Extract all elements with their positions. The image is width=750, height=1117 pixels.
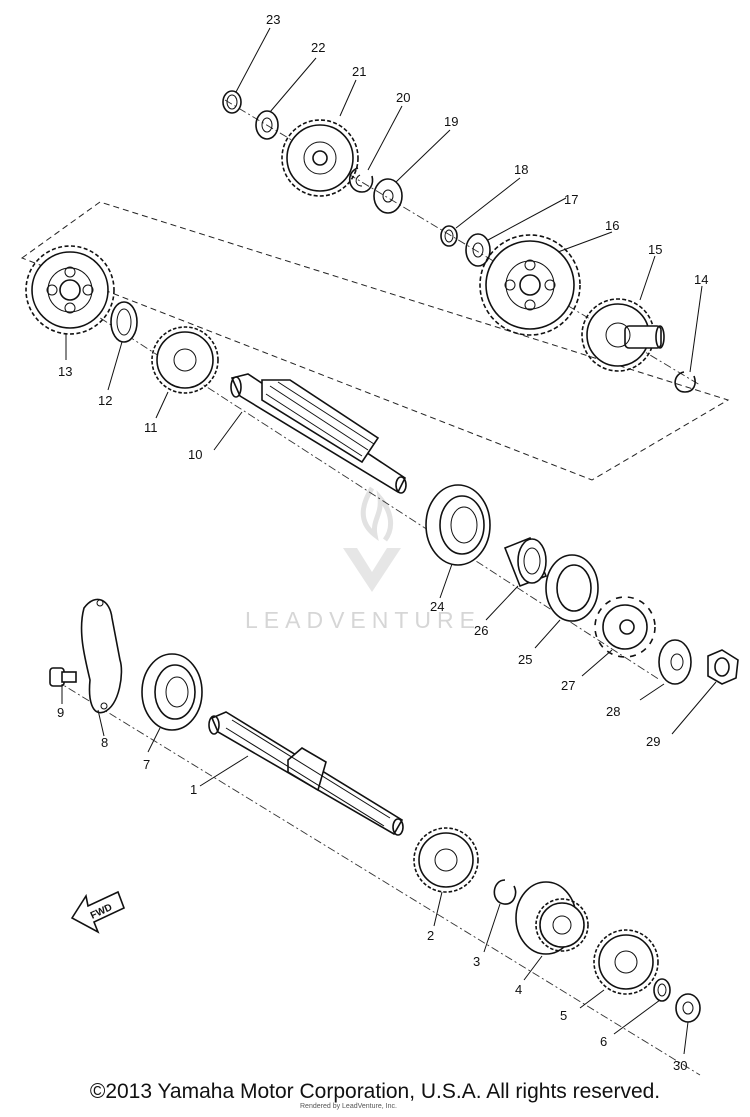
part-23-circlip — [222, 90, 242, 114]
label-part-27: 27 — [561, 678, 575, 693]
fwd-arrow: FWD — [70, 890, 126, 934]
part-4-gear — [515, 881, 589, 955]
part-28-lock-washer — [658, 639, 692, 685]
part-1-main-axle — [208, 711, 404, 836]
part-7-bearing — [141, 653, 203, 731]
label-part-11: 11 — [144, 420, 158, 435]
label-part-30: 30 — [673, 1058, 687, 1073]
label-part-9: 9 — [57, 705, 64, 720]
rendered-by-credit: Rendered by LeadVenture, Inc. — [300, 1103, 397, 1110]
label-part-6: 6 — [600, 1034, 607, 1049]
part-22-washer — [255, 110, 279, 140]
label-part-25: 25 — [518, 652, 532, 667]
label-part-2: 2 — [427, 928, 434, 943]
part-24-bearing — [425, 484, 491, 566]
part-15-gear — [581, 298, 665, 372]
assembly-outline — [20, 201, 730, 481]
part-14-circlip — [674, 371, 696, 393]
label-part-12: 12 — [98, 393, 112, 408]
part-30-collar — [675, 993, 701, 1023]
part-2-gear — [413, 827, 479, 893]
part-27-sprocket — [594, 596, 656, 658]
label-part-22: 22 — [311, 40, 325, 55]
label-part-29: 29 — [646, 734, 660, 749]
part-11-gear — [151, 326, 219, 394]
label-part-4: 4 — [515, 982, 522, 997]
part-19-washer — [373, 178, 403, 214]
label-part-8: 8 — [101, 735, 108, 750]
copyright-notice: ©2013 Yamaha Motor Corporation, U.S.A. A… — [89, 1080, 661, 1103]
label-part-16: 16 — [605, 218, 619, 233]
label-part-10: 10 — [188, 447, 202, 462]
part-16-gear — [479, 234, 581, 336]
part-8-plate — [80, 598, 123, 714]
part-labels: 23 22 21 20 19 18 17 16 15 14 13 12 11 1… — [57, 12, 708, 1073]
part-18-circlip — [440, 225, 458, 247]
part-25-oil-seal — [545, 554, 599, 622]
watermark-text: LEADVENTURE — [245, 607, 481, 633]
leader-lines — [61, 27, 717, 1055]
label-part-3: 3 — [473, 954, 480, 969]
part-20-clip — [349, 167, 374, 193]
center-lines — [54, 99, 701, 1076]
part-3-circlip — [493, 879, 517, 905]
label-part-23: 23 — [266, 12, 280, 27]
label-part-5: 5 — [560, 1008, 567, 1023]
part-10-countershaft — [230, 373, 407, 494]
part-6-washer — [653, 978, 671, 1002]
label-part-7: 7 — [143, 757, 150, 772]
part-29-nut — [707, 649, 739, 685]
label-part-28: 28 — [606, 704, 620, 719]
watermark: LEADVENTURE — [245, 486, 481, 633]
label-part-14: 14 — [694, 272, 708, 287]
label-part-18: 18 — [514, 162, 528, 177]
part-13-gear — [25, 245, 115, 335]
label-part-26: 26 — [474, 623, 488, 638]
label-part-20: 20 — [396, 90, 410, 105]
label-part-17: 17 — [564, 192, 578, 207]
label-part-13: 13 — [58, 364, 72, 379]
part-17-washer — [465, 233, 491, 267]
part-21-gear — [281, 119, 359, 197]
label-part-15: 15 — [648, 242, 662, 257]
label-part-24: 24 — [430, 599, 444, 614]
part-26-collar — [503, 536, 548, 588]
label-part-21: 21 — [352, 64, 366, 79]
part-9-bolt — [49, 667, 77, 687]
label-part-19: 19 — [444, 114, 458, 129]
label-part-1: 1 — [190, 782, 197, 797]
part-12-bushing — [110, 301, 138, 343]
part-5-gear — [593, 929, 659, 995]
